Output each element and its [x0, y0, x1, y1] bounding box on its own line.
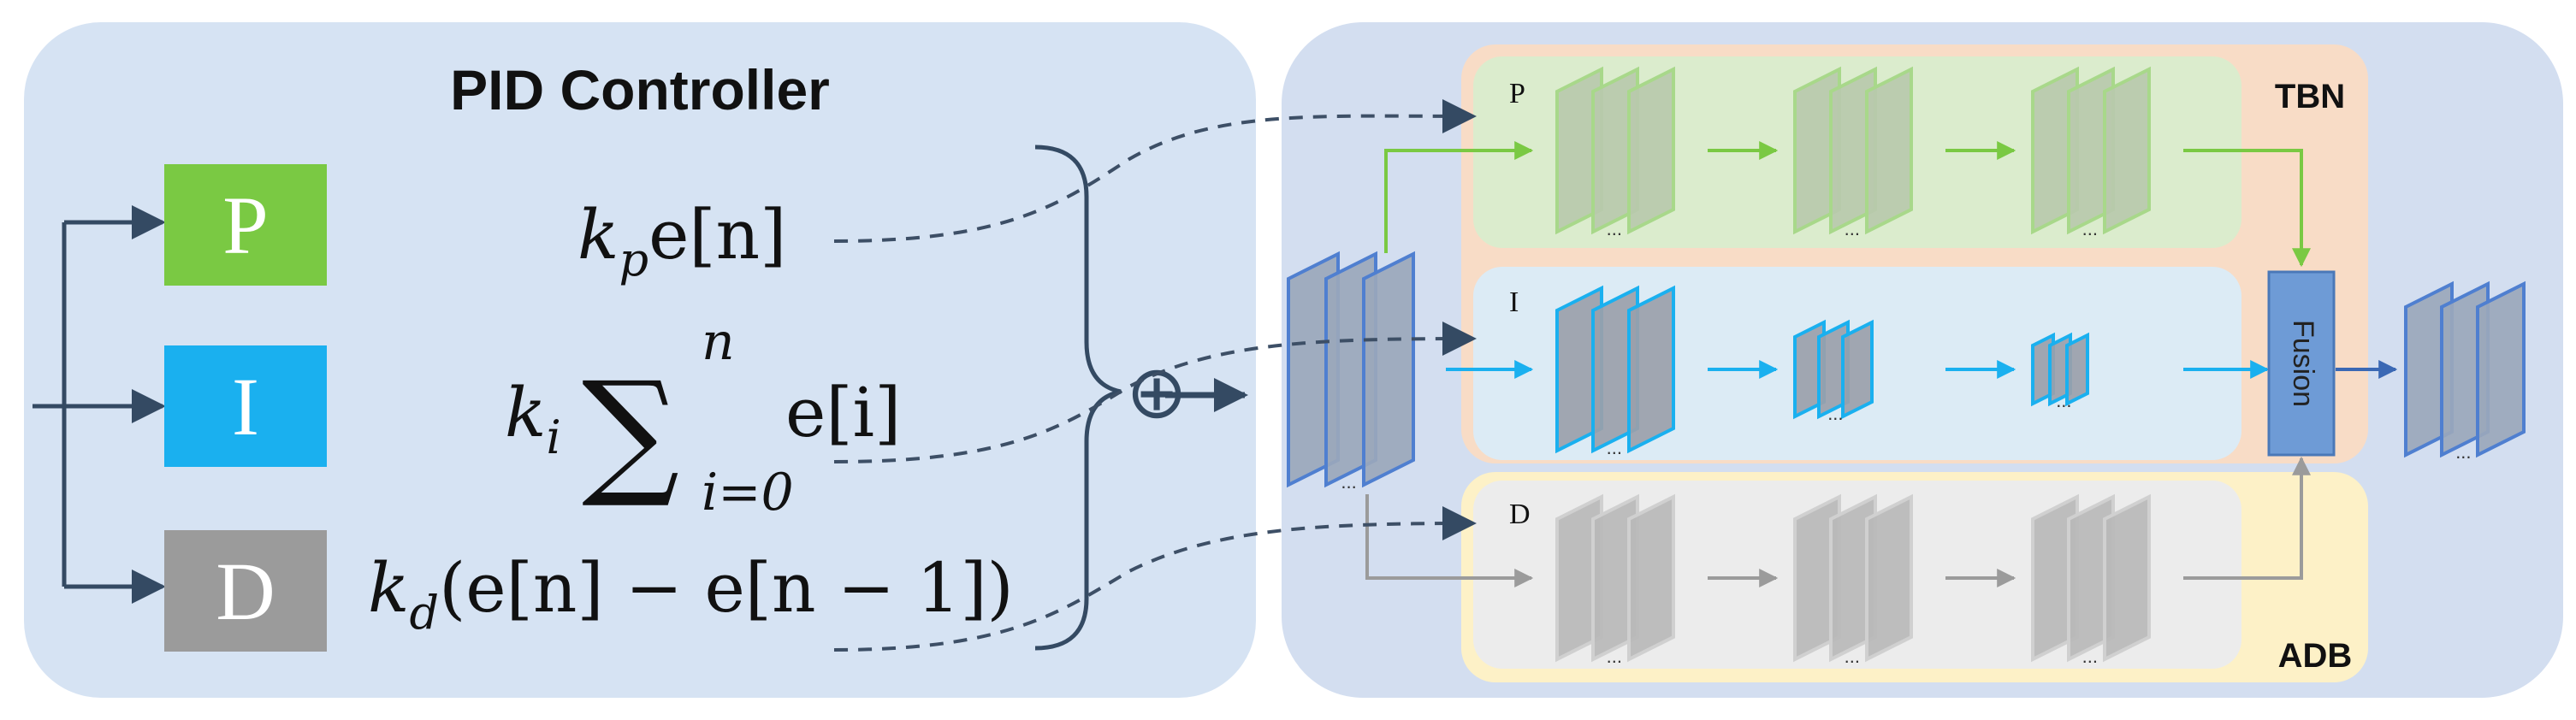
p-box: P: [164, 164, 327, 286]
d-stack-3: ...: [2031, 493, 2151, 667]
d-term-rest: (e[n] − e[n − 1]): [439, 548, 1014, 628]
p-to-fusion: [2183, 149, 2311, 268]
i-stack-1-layer: [1627, 285, 1675, 454]
pid-title: PID Controller: [450, 58, 830, 121]
i-stack-2: ...: [1793, 319, 1874, 424]
sum-node: ⊕: [1126, 350, 1248, 435]
p-box-rect: [164, 164, 327, 286]
i-term-k: ki: [505, 373, 561, 464]
p-stack-3-layer: [2103, 66, 2151, 235]
p-branch-label: P: [1509, 78, 1525, 109]
p-stack-2-layer: [1865, 66, 1913, 235]
p-stack-1: ...: [1555, 66, 1675, 239]
p-term-k: k: [577, 195, 619, 274]
i-term-upper: n: [702, 312, 735, 372]
i-stack-3-ellipsis: ...: [2056, 390, 2071, 411]
i-stack-2-layer: [1841, 319, 1874, 420]
input-stack: ...: [1287, 251, 1415, 493]
i-stack-1: ...: [1555, 285, 1675, 458]
p-box-label: P: [222, 180, 268, 271]
layer-stacks: .................................: [1287, 66, 2526, 667]
d-stack-3-ellipsis: ...: [2082, 646, 2098, 667]
p-stack-1-layer: [1627, 66, 1675, 235]
i-branch-label: I: [1509, 286, 1519, 318]
p-split-arrow: [1384, 141, 1534, 253]
i-stack-3-layer: [2065, 332, 2089, 407]
d-stack-2-layer: [1865, 493, 1913, 663]
output-stack-layer: [2476, 280, 2526, 458]
p-term: kpe[n]: [577, 195, 786, 286]
p-term-rest: e[n]: [648, 195, 786, 274]
output-stack-ellipsis: ...: [2455, 441, 2471, 463]
p-stack-2-ellipsis: ...: [1845, 218, 1860, 239]
input-stack-ellipsis: ...: [1341, 471, 1356, 493]
i-term-sum: ∑: [582, 351, 679, 511]
d-stack-2-ellipsis: ...: [1845, 646, 1860, 667]
d-term-sub: d: [409, 586, 439, 640]
i-box-label: I: [232, 361, 259, 452]
i-stack-3: ...: [2031, 332, 2089, 411]
p-stack-3: ...: [2031, 66, 2151, 239]
output-stack: ...: [2404, 280, 2526, 463]
d-stack-2: ...: [1793, 493, 1913, 667]
i-stack-2-ellipsis: ...: [1827, 403, 1843, 424]
flow-arrows: [1365, 141, 2398, 587]
d-term-connector: [833, 506, 1477, 652]
p-term-connector: [833, 98, 1477, 243]
d-term-k: k: [368, 548, 409, 628]
d-stack-3-layer: [2103, 493, 2151, 663]
i-box: I: [164, 345, 327, 467]
p-term-sub: p: [619, 233, 648, 286]
d-split-arrow: [1365, 494, 1534, 587]
network-panel: TBN ADB P I D ..........................…: [1282, 22, 2563, 698]
i-term: ki ∑ n i=0 e[i]: [505, 312, 901, 522]
p-stack-1-ellipsis: ...: [1607, 218, 1622, 239]
i-stack-1-ellipsis: ...: [1607, 437, 1622, 458]
i-term-connector: [833, 322, 1477, 463]
d-to-fusion: [2183, 456, 2311, 580]
d-box-label: D: [216, 546, 275, 637]
fusion-rect: [2267, 270, 2336, 457]
input-stack-layer: [1362, 251, 1415, 488]
i-term-rest: e[i]: [785, 373, 901, 452]
d-stack-1: ...: [1555, 493, 1675, 667]
d-box: D: [164, 530, 327, 652]
pid-panel: PID Controller P I D kpe[n] ki: [24, 22, 1256, 698]
i-term-lower: i=0: [702, 463, 794, 522]
d-stack-1-layer: [1627, 493, 1675, 663]
input-bus: [33, 205, 166, 604]
d-box-rect: [164, 530, 327, 652]
i-box-rect: [164, 345, 327, 467]
d-branch-label: D: [1509, 499, 1531, 530]
pid-panel-background: [24, 22, 1256, 698]
adb-label: ADB: [2278, 637, 2353, 675]
sum-symbol: ⊕: [1126, 350, 1187, 435]
p-stack-2: ...: [1793, 66, 1913, 239]
fusion-label: Fusion: [2287, 320, 2319, 407]
d-term: kd(e[n] − e[n − 1]): [368, 548, 1014, 640]
d-stack-1-ellipsis: ...: [1607, 646, 1622, 667]
dashed-connectors: [833, 98, 1477, 652]
tbn-label: TBN: [2275, 78, 2345, 115]
fusion-block: Fusion: [2267, 270, 2336, 457]
p-stack-3-ellipsis: ...: [2082, 218, 2098, 239]
